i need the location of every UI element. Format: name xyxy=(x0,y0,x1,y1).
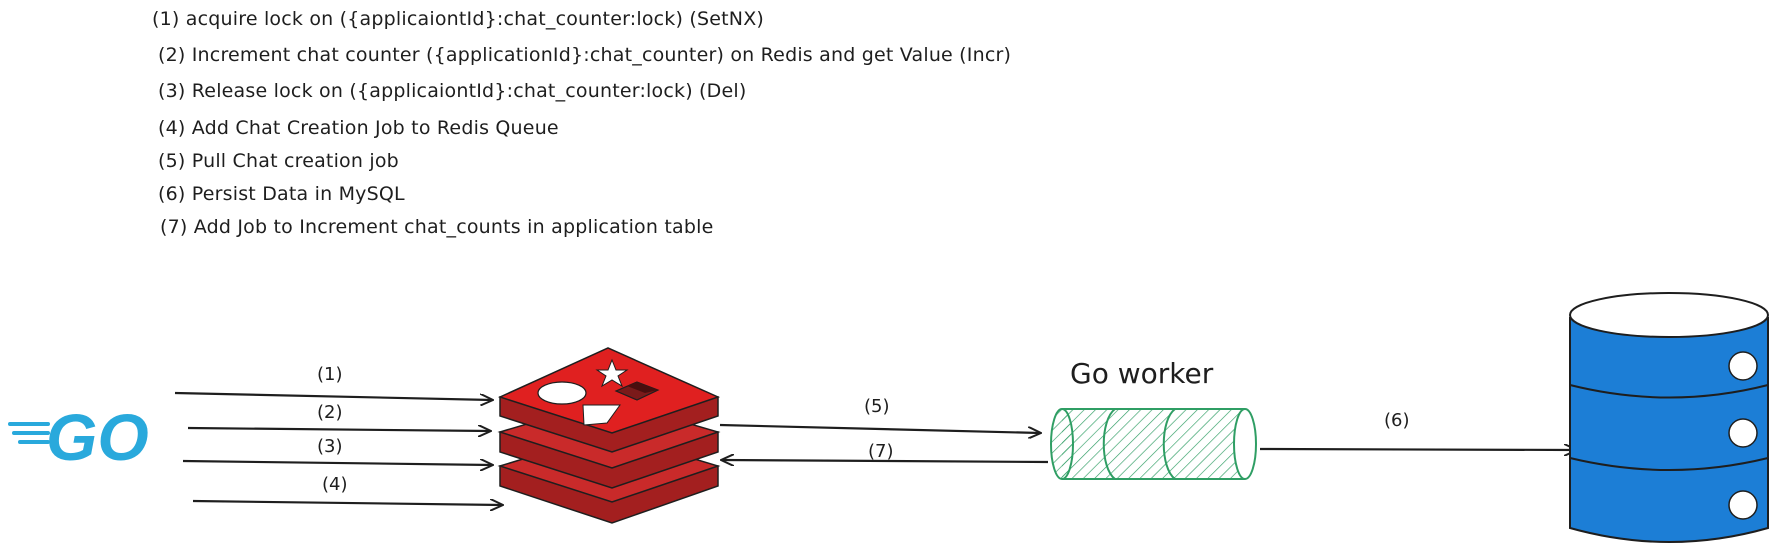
go-logo-text: GO xyxy=(46,400,149,474)
step-1-text: (1) acquire lock on ({applicaiontId}:cha… xyxy=(152,8,765,30)
worker-title: Go worker xyxy=(1070,357,1214,390)
arrow-3 xyxy=(182,461,492,465)
step-7-text: (7) Add Job to Increment chat_counts in … xyxy=(160,216,714,238)
redis-icon xyxy=(497,347,721,524)
arrow-label-1: (1) xyxy=(317,364,343,385)
step-2-text: (2) Increment chat counter ({application… xyxy=(158,44,1012,66)
step-3-text: (3) Release lock on ({applicaiontId}:cha… xyxy=(158,80,747,102)
arrow-label-2: (2) xyxy=(317,402,343,423)
go-logo-icon: GO xyxy=(8,400,149,474)
arrow-6 xyxy=(1259,449,1576,450)
step-5-text: (5) Pull Chat creation job xyxy=(158,150,399,172)
arrow-label-4: (4) xyxy=(322,474,348,495)
arrow-label-6: (6) xyxy=(1384,410,1410,431)
arrow-4 xyxy=(192,501,502,505)
queue-icon xyxy=(1050,408,1257,480)
step-6-text: (6) Persist Data in MySQL xyxy=(158,183,405,205)
database-icon xyxy=(1569,292,1769,543)
arrow-2 xyxy=(187,428,490,431)
step-4-text: (4) Add Chat Creation Job to Redis Queue xyxy=(158,117,559,139)
arrow-label-3: (3) xyxy=(317,436,343,457)
arrow-label-7: (7) xyxy=(868,441,894,462)
arrow-7 xyxy=(722,460,1049,462)
arrow-5 xyxy=(719,423,1040,433)
arrow-label-5: (5) xyxy=(864,396,890,417)
arrow-1 xyxy=(174,391,492,400)
